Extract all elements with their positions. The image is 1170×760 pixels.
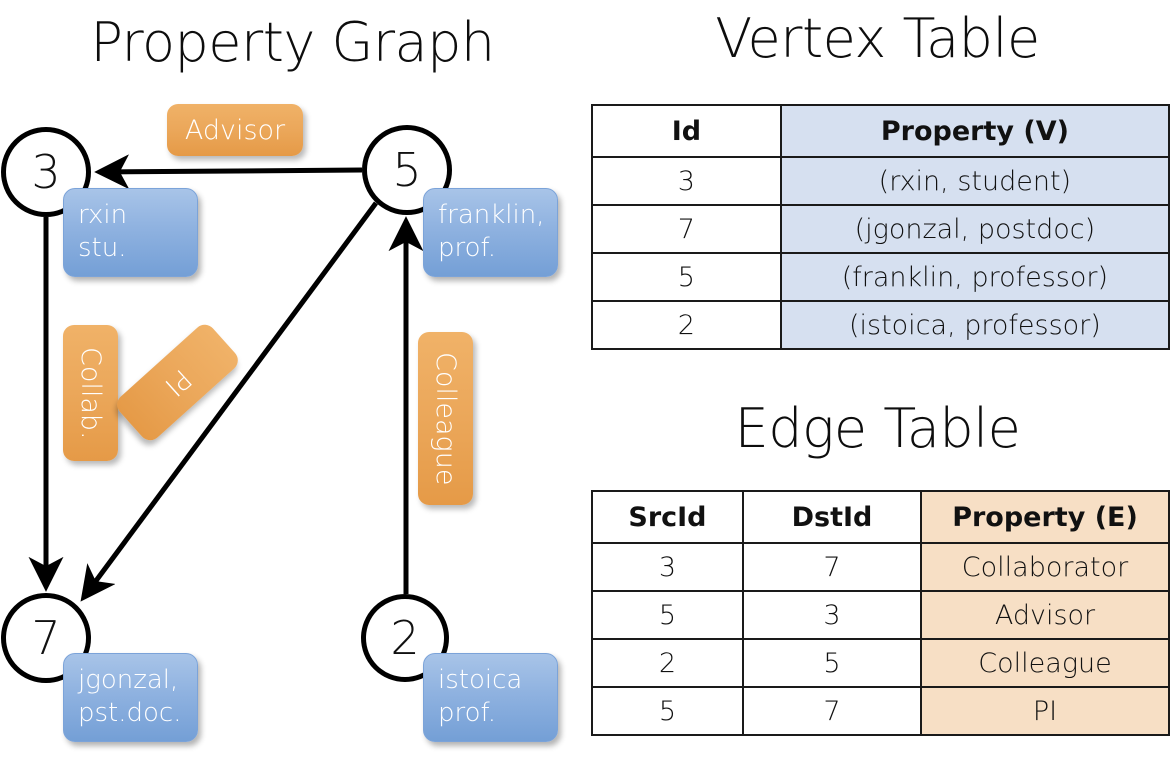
vertex-table-cell-property: (jgonzal, postdoc) [779,204,1170,254]
edge-table-cell-property: PI [920,686,1170,736]
edge-table-header-property: Property (E) [920,490,1170,544]
vertex-property-line2: pst.doc. [78,698,182,728]
edge-table-cell-srcid: 3 [591,542,744,592]
edge-table-cell-srcid: 5 [591,686,744,736]
edge-label-colleague-text: Colleague [430,351,461,486]
edge-table-cell-property: Collaborator [920,542,1170,592]
edge-label-colleague: Colleague [418,332,473,505]
vertex-property-line1: jgonzal, [78,665,179,695]
edge-table-cell-srcid: 5 [591,590,744,640]
vertex-table-cell-property: (istoica, professor) [779,300,1170,350]
table-row: 3 7 Collaborator [591,542,1170,592]
edge-label-pi-text: PI [158,362,197,403]
vertex-table-cell-id: 7 [591,204,782,254]
table-header-row: SrcId DstId Property (E) [591,490,1170,544]
edge-label-advisor: Advisor [167,104,303,156]
table-row: 7 (jgonzal, postdoc) [591,204,1170,254]
edge-table-cell-dstid: 3 [741,590,923,640]
table-row: 5 (franklin, professor) [591,252,1170,302]
vertex-table-cell-property: (franklin, professor) [779,252,1170,302]
edge-table-header-dstid: DstId [741,490,923,544]
vertex-table-header-property: Property (V) [779,104,1170,158]
table-row: 2 (istoica, professor) [591,300,1170,350]
edge-label-collab: Collab. [63,325,118,461]
edge-table-cell-dstid: 5 [741,638,923,688]
vertex-property-box-7: jgonzal, pst.doc. [63,653,198,742]
page-title-property-graph: Property Graph [90,11,495,74]
table-row: 3 (rxin, student) [591,156,1170,206]
vertex-property-box-2: istoica prof. [423,653,558,742]
vertex-table-cell-id: 3 [591,156,782,206]
edge-table-cell-dstid: 7 [741,542,923,592]
table-row: 5 7 PI [591,686,1170,736]
vertex-property-box-5: franklin, prof. [423,188,558,277]
edge-table-cell-property: Advisor [920,590,1170,640]
table-header-row: Id Property (V) [591,104,1170,158]
edge-5-to-3 [94,154,363,190]
vertex-table-cell-id: 2 [591,300,782,350]
vertex-property-line2: prof. [438,698,497,728]
edge-table-cell-property: Colleague [920,638,1170,688]
vertex-property-line1: franklin, [438,200,545,230]
vertex-table-header-id: Id [591,104,782,158]
edge-table-cell-srcid: 2 [591,638,744,688]
page-title-vertex-table: Vertex Table [715,7,1040,70]
table-row: 2 5 Colleague [591,638,1170,688]
vertex-table-cell-id: 5 [591,252,782,302]
edge-label-collab-text: Collab. [75,346,106,440]
vertex-property-line2: prof. [438,233,497,263]
edge-5-to-7 [80,201,379,602]
vertex-property-line1: istoica [438,665,523,695]
vertex-property-box-3: rxin stu. [63,188,198,277]
edge-table-header-srcid: SrcId [591,490,744,544]
page-title-edge-table: Edge Table [734,397,1021,460]
vertex-table: Id Property (V) 3 (rxin, student) 7 (jgo… [591,104,1170,350]
graph-node-5[interactable]: 5 [362,125,452,215]
vertex-property-line2: stu. [78,233,127,263]
vertex-property-line1: rxin [78,200,128,230]
graph-edges [28,154,424,602]
graph-node-2[interactable]: 2 [361,594,449,682]
edge-table: SrcId DstId Property (E) 3 7 Collaborato… [591,490,1170,736]
edge-table-cell-dstid: 7 [741,686,923,736]
table-row: 5 3 Advisor [591,590,1170,640]
vertex-table-cell-property: (rxin, student) [779,156,1170,206]
